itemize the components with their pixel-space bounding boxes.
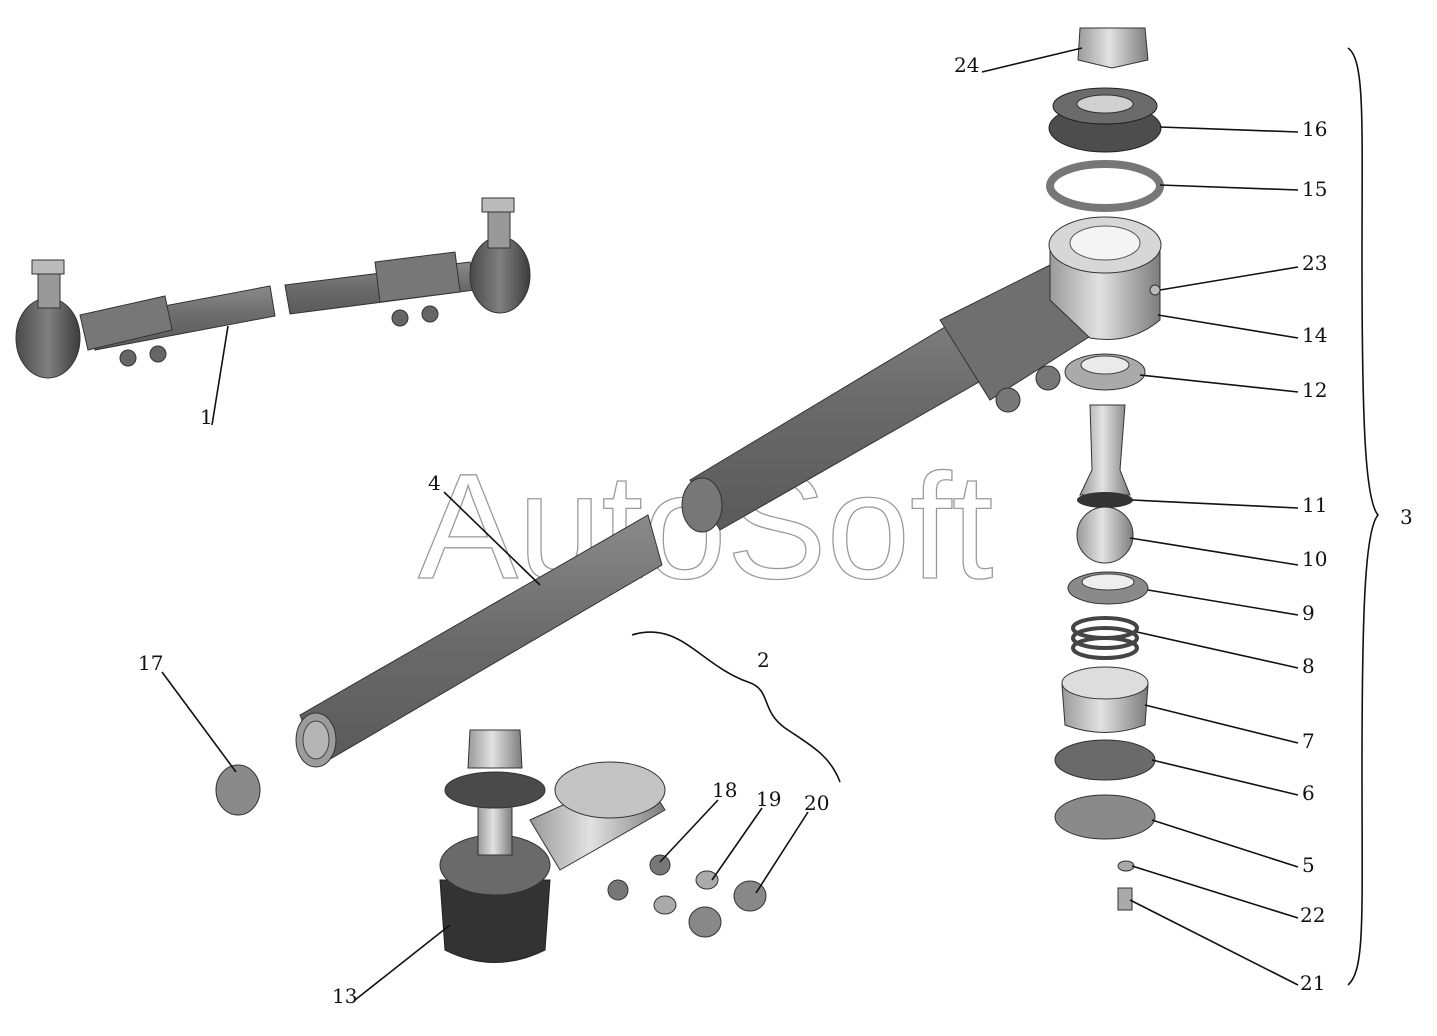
- callout-2: 2: [757, 648, 770, 672]
- bolt-21: [1117, 887, 1133, 911]
- washers-19: [653, 870, 719, 915]
- grease-fitting-23: [1149, 284, 1161, 296]
- liner-12: [1064, 353, 1146, 391]
- callout-1: 1: [200, 405, 213, 429]
- nut-24: [1077, 27, 1149, 69]
- liner-9: [1067, 571, 1149, 605]
- callout-7: 7: [1302, 729, 1315, 753]
- ball-joint-head-14: [939, 216, 1162, 413]
- callout-9: 9: [1302, 601, 1315, 625]
- callout-15: 15: [1302, 177, 1327, 201]
- callout-24: 24: [954, 53, 979, 77]
- plug-17: [215, 764, 261, 816]
- callout-21: 21: [1300, 971, 1325, 995]
- callout-14: 14: [1302, 323, 1327, 347]
- ball-pin-10-11: [1076, 404, 1134, 564]
- callout-10: 10: [1302, 547, 1327, 571]
- callout-16: 16: [1302, 117, 1327, 141]
- callout-20: 20: [804, 791, 829, 815]
- plate-5: [1054, 794, 1156, 840]
- brace-2: [631, 631, 841, 783]
- callout-labels: 1 2 3 4 5 6 7 8 9 10 11 12 13 14 15 16 1…: [138, 53, 1413, 1008]
- callout-4: 4: [428, 471, 441, 495]
- bolts-18: [607, 854, 671, 901]
- leader-lines: [161, 47, 1299, 1001]
- spring-8: [1071, 616, 1139, 660]
- callout-6: 6: [1302, 781, 1315, 805]
- callout-12: 12: [1302, 378, 1327, 402]
- callout-8: 8: [1302, 654, 1315, 678]
- callout-22: 22: [1300, 903, 1325, 927]
- callout-13: 13: [332, 984, 357, 1008]
- callout-18: 18: [712, 778, 737, 802]
- plug-7: [1061, 666, 1149, 733]
- callout-11: 11: [1302, 493, 1327, 517]
- nuts-20: [688, 880, 767, 938]
- tie-rod-assembly-1: [15, 197, 531, 379]
- brace-3: [1347, 47, 1380, 986]
- ring-15: [1046, 160, 1164, 212]
- tie-rod-end-13: [439, 729, 666, 963]
- callout-5: 5: [1302, 853, 1315, 877]
- boot-16: [1048, 87, 1162, 153]
- plate-6: [1054, 739, 1156, 781]
- callout-17: 17: [138, 651, 163, 675]
- washer-22: [1117, 860, 1135, 872]
- callout-19: 19: [756, 787, 781, 811]
- callout-23: 23: [1302, 251, 1327, 275]
- callout-3: 3: [1400, 505, 1413, 529]
